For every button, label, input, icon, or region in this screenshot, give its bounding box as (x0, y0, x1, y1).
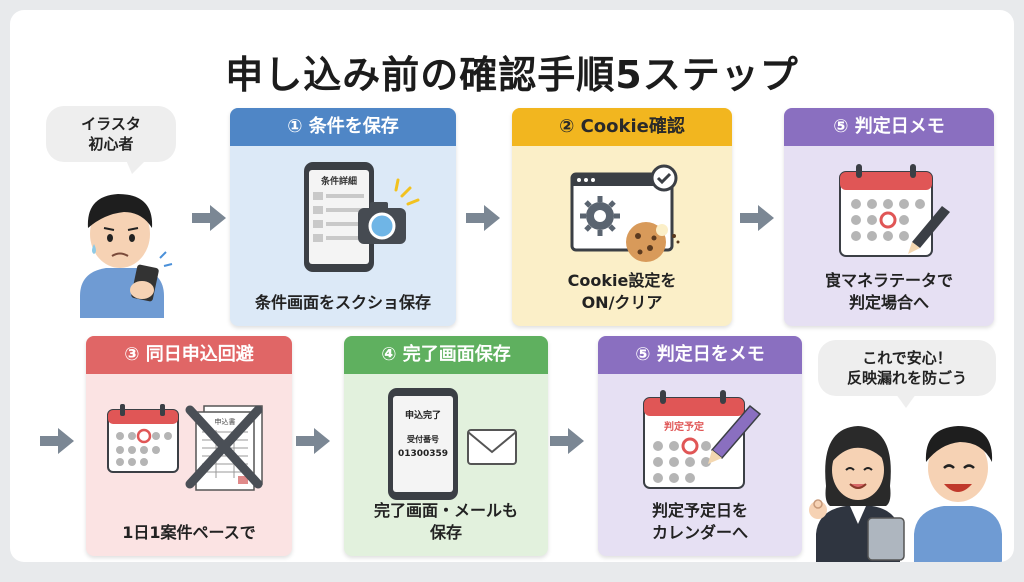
worried-beginner-icon (80, 194, 173, 318)
step-card-save-conditions: ① 条件を保存 条件詳細 条件画面をスクショ保存 (230, 108, 456, 326)
phone-line: 申込完了 (405, 409, 441, 421)
step-card-memo-top: ⑤ 判定日メモ 㝗マネラテータで 判定場合へ (784, 108, 994, 326)
bubble-tail-icon (896, 394, 916, 408)
arrow-right-icon (40, 428, 74, 454)
step-description: 判定予定日を カレンダーへ (598, 500, 802, 544)
step-header: ② Cookie確認 (512, 108, 732, 146)
step-description: 条件画面をスクショ保存 (230, 292, 456, 314)
step-card-memo-bottom: ⑤ 判定日をメモ 判定予定 判定予定日を カレンダーへ (598, 336, 802, 556)
bubble-tail-icon (126, 160, 146, 174)
step-header: ③ 同日申込回避 (86, 336, 292, 374)
bubble-line: 反映漏れを防ごう (846, 369, 967, 387)
document-label: 申込書 (215, 417, 236, 426)
infographic: 申し込み前の確認手順5ステップ イラスタ 初心者 ① 条件を保存 条件詳細 (10, 10, 1014, 562)
step-description-line: 判定予定日を (651, 501, 748, 520)
step-description: Cookie設定を ON/クリア (512, 270, 732, 314)
step-header: ⑤ 判定日をメモ (598, 336, 802, 374)
step-description-line: 条件画面をスクショ保存 (254, 293, 431, 312)
step-description: 1日1案件ペースで (86, 522, 292, 544)
arrow-right-icon (192, 205, 226, 231)
speech-bubble-beginner: イラスタ 初心者 (46, 106, 176, 174)
calendar-pen-icon: 判定予定 (643, 390, 762, 489)
speech-bubble-reassurance: これで安心！ 反映漏れを防ごう (818, 340, 996, 408)
step-header: ④ 完了画面保存 (344, 336, 548, 374)
arrow-right-icon (466, 205, 500, 231)
phone-screen-label: 条件詳細 (320, 175, 357, 187)
step-description-line: Cookie設定を (567, 271, 677, 290)
bubble-line: 初心者 (88, 135, 134, 153)
step-header: ⑤ 判定日メモ (784, 108, 994, 146)
step-header: ① 条件を保存 (230, 108, 456, 146)
page-title: 申し込み前の確認手順5ステップ (225, 53, 799, 97)
arrow-right-icon (550, 428, 584, 454)
phone-camera-icon: 条件詳細 (304, 162, 420, 272)
browser-cookie-icon (570, 164, 680, 262)
arrow-right-icon (296, 428, 330, 454)
step-description-line: 完了画面・メールも (373, 501, 518, 520)
bubble-line: イラスタ (81, 115, 141, 133)
step-description: 完了画面・メールも 保存 (344, 500, 548, 544)
smiling-man-icon (914, 426, 1002, 562)
calendar-pen-icon (839, 164, 950, 257)
smiling-advisor-woman-icon (809, 426, 905, 562)
step-card-avoid-same-day: ③ 同日申込回避 申込書 1日1案件ペースで (86, 336, 292, 556)
step-description-line: 1日1案件ペースで (122, 523, 256, 542)
step-description-line: 㝗マネラテータで (824, 271, 953, 290)
step-description-line: ON/クリア (581, 293, 663, 312)
phone-mail-icon: 申込完了 受付番号 01300359 (388, 388, 517, 500)
phone-line: 受付番号 (407, 434, 439, 444)
bubble-line: これで安心！ (862, 349, 952, 367)
calendar-cross-documents-icon: 申込書 (107, 404, 263, 491)
phone-line: 01300359 (398, 449, 448, 459)
arrow-right-icon (740, 205, 774, 231)
step-card-save-complete: ④ 完了画面保存 申込完了 受付番号 01300359 完了画面・メールも 保存 (344, 336, 548, 556)
step-description-line: 判定場合へ (848, 293, 929, 312)
calendar-label: 判定予定 (664, 420, 704, 433)
step-description-line: カレンダーへ (651, 523, 748, 542)
step-description-line: 保存 (429, 523, 462, 542)
step-card-cookie-check: ② Cookie確認 Cookie設定を ON/クリア (512, 108, 732, 326)
step-description: 㝗マネラテータで 判定場合へ (784, 270, 994, 314)
